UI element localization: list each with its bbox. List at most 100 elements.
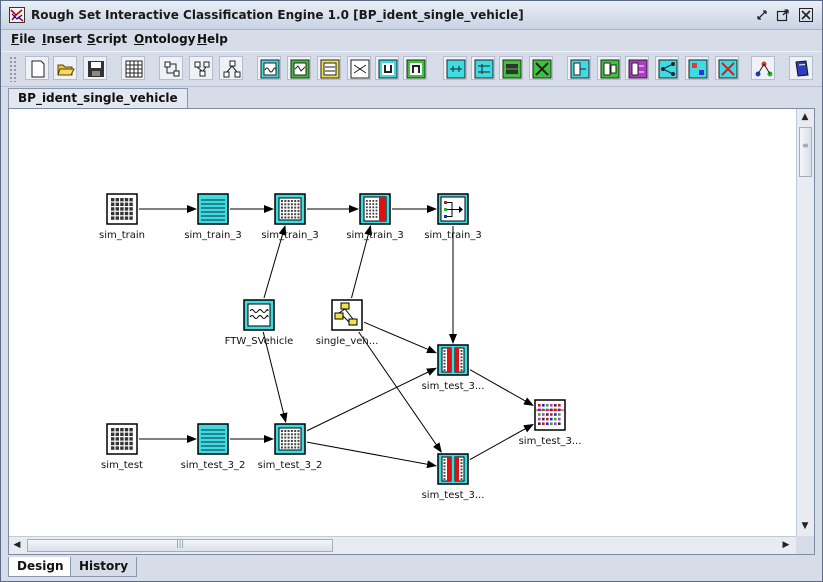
toolbar-reduct-button[interactable] <box>499 56 523 80</box>
toolbar-chart-white-button[interactable] <box>347 56 371 80</box>
toolbar-chart-yellow-button[interactable] <box>317 56 341 80</box>
toolbar-grip[interactable] <box>9 56 17 82</box>
toolbar-new-file-button[interactable] <box>25 56 49 80</box>
edge-n11-n12 <box>306 441 437 469</box>
maximize-icon[interactable] <box>776 8 790 22</box>
scroll-corner <box>796 536 814 554</box>
workflow-node-n4[interactable] <box>359 193 391 225</box>
minimize-icon[interactable] <box>755 8 769 22</box>
open-folder-icon <box>57 64 75 76</box>
edge-n8-n13 <box>469 369 534 406</box>
scroll-left-icon[interactable]: ◀ <box>13 540 21 550</box>
menu-file[interactable]: File <box>11 32 36 46</box>
horizontal-scrollbar[interactable]: ◀ ||| ▶ <box>9 536 796 554</box>
workflow-node-n6[interactable] <box>243 299 275 331</box>
classifier-icon <box>437 193 469 225</box>
menu-script[interactable]: Script <box>87 32 128 46</box>
toolbar-node-link-button[interactable] <box>159 56 183 80</box>
toolbar-chart-green-button[interactable] <box>287 56 311 80</box>
edge-n7-n12 <box>358 331 442 453</box>
toolbar-discretize-alt-button[interactable] <box>471 56 495 80</box>
edge-n6-n3 <box>263 225 287 299</box>
toolbar-reduct-alt-button[interactable] <box>529 56 553 80</box>
red-column-table-icon <box>359 193 391 225</box>
toolbar-discretize-button[interactable] <box>443 56 467 80</box>
toolbar-open-folder-button[interactable] <box>53 56 77 80</box>
table-grid-icon <box>106 423 138 455</box>
toolbar-cluster-button[interactable] <box>751 56 775 80</box>
tab-design[interactable]: Design <box>8 557 73 577</box>
vertical-thumb-grip: ≡ <box>802 141 809 150</box>
workflow-node-n12[interactable] <box>437 453 469 485</box>
toolbar-chart-wave-button[interactable] <box>257 56 281 80</box>
vertical-scroll-thumb[interactable]: ≡ <box>799 127 812 177</box>
save-icon <box>88 61 104 77</box>
menu-help[interactable]: Help <box>197 32 228 46</box>
menu-insert[interactable]: Insert <box>42 32 82 46</box>
toolbar-branch-button[interactable] <box>655 56 679 80</box>
discretize-icon <box>446 59 466 79</box>
menu-ontology[interactable]: Ontology <box>134 32 196 46</box>
workflow-node-n7[interactable] <box>331 299 363 331</box>
new-file-icon <box>31 60 45 78</box>
toolbar-tree-button[interactable] <box>219 56 243 80</box>
reduct-alt-icon <box>532 59 552 79</box>
node-label: sim_train <box>98 230 146 241</box>
edge-n6-n11 <box>262 331 288 423</box>
toolbar-save-button[interactable] <box>83 56 107 80</box>
node-link-alt-icon <box>194 61 210 77</box>
toolbar-rules-green-button[interactable] <box>597 56 621 80</box>
toolbar-u-button[interactable] <box>375 56 399 80</box>
toolbar <box>1 51 822 87</box>
close-icon[interactable] <box>799 8 813 22</box>
result-table-icon <box>534 399 566 431</box>
toolbar-book-button[interactable] <box>789 56 813 80</box>
wave-icon <box>243 299 275 331</box>
workflow-node-n1[interactable] <box>106 193 138 225</box>
app-logo-icon <box>9 7 25 23</box>
window-title: Rough Set Interactive Classification Eng… <box>31 8 524 22</box>
tree-icon <box>223 60 241 78</box>
toolbar-cross-button[interactable] <box>715 56 739 80</box>
scroll-right-icon[interactable]: ▶ <box>782 540 790 550</box>
toolbar-n-button[interactable] <box>403 56 427 80</box>
toolbar-rules-button[interactable] <box>567 56 591 80</box>
tab-history[interactable]: History <box>70 557 138 577</box>
branch-icon <box>658 59 678 79</box>
tab-bp-ident-single-vehicle[interactable]: BP_ident_single_vehicle <box>8 88 188 108</box>
scroll-down-icon[interactable]: ▼ <box>801 521 809 531</box>
toolbar-table-grid-button[interactable] <box>121 56 145 80</box>
workflow-node-n10[interactable] <box>197 423 229 455</box>
workflow-node-n3[interactable] <box>274 193 306 225</box>
node-label: sim_train_3 <box>346 230 404 241</box>
table-grid-icon <box>125 60 143 78</box>
vertical-scrollbar[interactable]: ▲ ≡ ▼ <box>796 109 814 536</box>
node-link-icon <box>164 61 180 77</box>
toolbar-node-link-alt-button[interactable] <box>189 56 213 80</box>
chart-green-icon <box>290 59 310 79</box>
workflow-node-n5[interactable] <box>437 193 469 225</box>
dotted-table-icon <box>274 193 306 225</box>
scroll-up-icon[interactable]: ▲ <box>801 112 809 122</box>
graph-icon <box>331 299 363 331</box>
node-label: FTW_SVehicle <box>224 336 294 347</box>
workflow-node-n13[interactable] <box>534 399 566 431</box>
workflow-node-n8[interactable] <box>437 344 469 376</box>
node-label: sim_test_3_2 <box>180 460 246 471</box>
toolbar-classify-button[interactable] <box>685 56 709 80</box>
node-label: sim_test_3... <box>421 490 485 501</box>
document-tab-strip: BP_ident_single_vehicle <box>1 86 822 108</box>
node-label: sim_train_3 <box>424 230 482 241</box>
workflow-node-n2[interactable] <box>197 193 229 225</box>
toolbar-rules-purple-button[interactable] <box>625 56 649 80</box>
split-table-icon <box>437 453 469 485</box>
rules-purple-icon <box>628 59 648 79</box>
workflow-node-n11[interactable] <box>274 423 306 455</box>
menu-bar: File Insert Script Ontology Help <box>1 30 822 50</box>
classify-icon <box>688 59 708 79</box>
horizontal-scroll-thumb[interactable]: ||| <box>27 539 333 552</box>
workflow-node-n9[interactable] <box>106 423 138 455</box>
